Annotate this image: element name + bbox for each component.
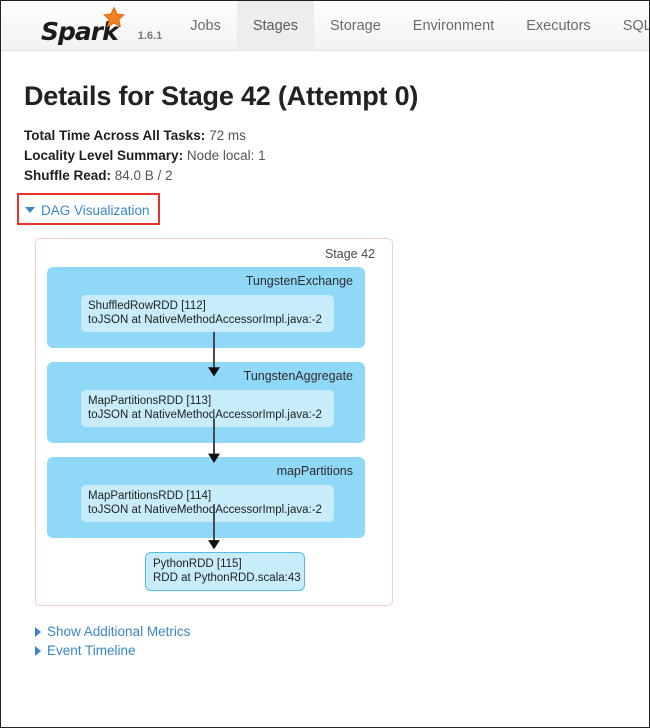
show-additional-metrics-label: Show Additional Metrics (47, 624, 191, 639)
spark-logo-text: Spark (41, 17, 119, 46)
rdd-call-shuffledrowrdd: toJSON at NativeMethodAccessorImpl.java:… (88, 314, 322, 326)
rdd-call-pythonrdd: RDD at PythonRDD.scala:43 (153, 572, 301, 584)
dag-node-mappartitions[interactable]: mapPartitions MapPartitionsRDD [114] toJ… (47, 457, 365, 538)
rdd-name-pythonrdd: PythonRDD [115] (153, 558, 242, 570)
summary-row-total-time: Total Time Across All Tasks: 72 ms (24, 126, 629, 146)
rdd-box-mappartitionsrdd-114[interactable]: MapPartitionsRDD [114] toJSON at NativeM… (80, 484, 335, 523)
summary-row-shuffle-read: Shuffle Read: 84.0 B / 2 (24, 166, 629, 186)
caret-right-icon (35, 626, 41, 637)
page-content: Details for Stage 42 (Attempt 0) Total T… (1, 81, 649, 658)
rdd-name-mappartitionsrdd-113: MapPartitionsRDD [113] (88, 395, 212, 407)
summary-key-total-time: Total Time Across All Tasks: (24, 128, 206, 143)
rdd-box-shuffledrowrdd[interactable]: ShuffledRowRDD [112] toJSON at NativeMet… (80, 294, 335, 333)
spark-logo: Spark (41, 6, 125, 46)
summary-key-locality: Locality Level Summary: (24, 148, 184, 163)
tab-stages[interactable]: Stages (236, 1, 314, 50)
tab-sql-label: SQL (622, 17, 650, 34)
event-timeline-toggle[interactable]: Event Timeline (35, 643, 629, 658)
rdd-box-mappartitionsrdd-113[interactable]: MapPartitionsRDD [113] toJSON at NativeM… (80, 389, 335, 428)
dag-node-tungstenaggregate[interactable]: TungstenAggregate MapPartitionsRDD [113]… (47, 362, 365, 443)
spark-brand[interactable]: Spark 1.6.1 (1, 6, 163, 50)
star-icon (102, 6, 125, 28)
rdd-box-pythonrdd[interactable]: PythonRDD [115] RDD at PythonRDD.scala:4… (145, 552, 305, 591)
stage-summary: Total Time Across All Tasks: 72 ms Local… (24, 126, 629, 186)
dag-visualization-toggle[interactable]: DAG Visualization (25, 203, 150, 218)
top-navbar: Spark 1.6.1 Jobs Stages Storage Environm… (1, 1, 649, 51)
dag-visualization-toggle-wrap: DAG Visualization (17, 193, 160, 225)
rdd-call-mappartitionsrdd-113: toJSON at NativeMethodAccessorImpl.java:… (88, 409, 322, 421)
page-title: Details for Stage 42 (Attempt 0) (24, 81, 419, 111)
summary-key-shuffle-read: Shuffle Read: (24, 168, 112, 183)
caret-down-icon (25, 207, 35, 213)
event-timeline-label: Event Timeline (47, 643, 136, 658)
dag-leaf-row: PythonRDD [115] RDD at PythonRDD.scala:4… (47, 552, 381, 591)
tab-storage-label: Storage (330, 17, 381, 34)
tab-storage[interactable]: Storage (314, 1, 397, 50)
dag-node-title-tungstenexchange: TungstenExchange (245, 274, 353, 288)
navbar-tabs: Jobs Stages Storage Environment Executor… (174, 1, 650, 50)
show-additional-metrics-toggle[interactable]: Show Additional Metrics (35, 624, 629, 639)
rdd-name-mappartitionsrdd-114: MapPartitionsRDD [114] (88, 490, 212, 502)
spark-version-label: 1.6.1 (137, 30, 163, 42)
tab-stages-label: Stages (252, 17, 298, 34)
rdd-name-shuffledrowrdd: ShuffledRowRDD [112] (88, 300, 206, 312)
summary-row-locality: Locality Level Summary: Node local: 1 (24, 146, 629, 166)
tab-executors-label: Executors (526, 17, 591, 34)
tab-jobs[interactable]: Jobs (174, 1, 237, 50)
dag-visualization-container: Stage 42 TungstenExchange ShuffledRowRDD… (35, 238, 393, 606)
tab-executors[interactable]: Executors (510, 1, 606, 50)
dag-node-title-mappartitions: mapPartitions (276, 464, 353, 478)
tab-jobs-label: Jobs (190, 17, 221, 34)
summary-value-total-time: 72 ms (209, 128, 246, 143)
tab-sql[interactable]: SQL (607, 1, 650, 50)
dag-visualization-toggle-label: DAG Visualization (41, 202, 150, 218)
caret-right-icon (35, 645, 41, 656)
dag-node-tungstenexchange[interactable]: TungstenExchange ShuffledRowRDD [112] to… (47, 267, 365, 348)
dag-stage-label: Stage 42 (324, 247, 375, 261)
dag-node-title-tungstenaggregate: TungstenAggregate (243, 369, 353, 383)
tab-environment[interactable]: Environment (397, 1, 510, 50)
summary-value-locality: Node local: 1 (186, 148, 266, 163)
tab-environment-label: Environment (412, 17, 495, 34)
rdd-call-mappartitionsrdd-114: toJSON at NativeMethodAccessorImpl.java:… (88, 504, 322, 516)
dag-node-stack: TungstenExchange ShuffledRowRDD [112] to… (47, 267, 381, 591)
footer-toggle-links: Show Additional Metrics Event Timeline (35, 624, 629, 658)
summary-value-shuffle-read: 84.0 B / 2 (114, 168, 173, 183)
